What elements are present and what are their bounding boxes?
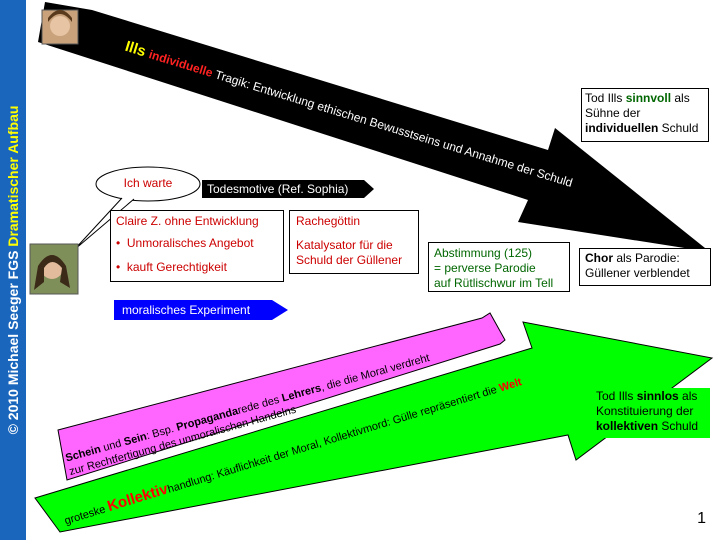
speech-bubble-text: Ich warte (123, 176, 173, 190)
tod-sinnlos-kollektiven: kollektiven (596, 419, 659, 433)
box-rachegoettin: Rachegöttin Katalysator für die Schuld d… (289, 210, 419, 274)
blue-tag-shape (114, 300, 288, 320)
sidebar: © 2010 Michael Seeger FGS Dramatischer A… (0, 0, 26, 540)
box-claire: Claire Z. ohne Entwicklung • Unmoralisch… (110, 210, 284, 282)
top-black-arrow (38, 2, 710, 252)
rache-line3: Schuld der Güllener (296, 253, 403, 267)
speech-bubble (95, 166, 201, 202)
black-tag-shape (202, 180, 374, 198)
claire-item-2: • kauft Gerechtigkeit (116, 260, 227, 274)
box-abstimmung: Abstimmung (125) = perverse Parodie auf … (428, 242, 570, 292)
todesmotive-label: Todesmotive (Ref. Sophia) (207, 182, 349, 196)
tod-sinnlos-keyword: sinnlos (636, 389, 679, 403)
tod-sinnlos-p5: Schuld (658, 419, 699, 433)
tod-sinnvoll-keyword: sinnvoll (625, 91, 672, 105)
chor-keyword: Chor (585, 251, 613, 265)
pink-arrow (57, 312, 506, 481)
avatar-portrait-side (29, 243, 79, 295)
tod-sinnlos-line2: Konstituierung der (596, 404, 694, 418)
abstimmung-line1: Abstimmung (125) (434, 246, 533, 260)
rache-line2: Katalysator für die (296, 238, 393, 252)
claire-title: Claire Z. ohne Entwicklung (116, 214, 259, 228)
moralisches-experiment-label: moralisches Experiment (122, 303, 251, 317)
tod-sinnvoll-p3: als (671, 91, 690, 105)
box-tod-sinnlos: Tod Ills sinnlos als Konstituierung der … (593, 388, 710, 438)
tod-sinnlos-p3: als (678, 389, 698, 403)
tod-sinnvoll-line2: Sühne der (585, 106, 641, 120)
tod-sinnvoll-p5: Schuld (658, 121, 699, 135)
chor-line2: Güllener verblendet (585, 266, 690, 280)
claire-item-1-text: Unmoralisches Angebot (126, 236, 254, 250)
claire-item-2-text: kauft Gerechtigkeit (126, 260, 227, 274)
tod-sinnvoll-individuellen: individuellen (585, 121, 659, 135)
tod-sinnvoll-p1: Tod Ills (585, 91, 626, 105)
page-number: 1 (697, 510, 706, 527)
abstimmung-line3: auf Rütlischwur im Tell (434, 276, 554, 290)
abstimmung-line2: = perverse Parodie (434, 261, 536, 275)
box-chor: Chor als Parodie: Güllener verblendet (579, 248, 711, 286)
tod-sinnlos-p1: Tod Ills (596, 389, 637, 403)
claire-item-1: • Unmoralisches Angebot (116, 236, 254, 250)
box-tod-sinnvoll: Tod Ills sinnvoll als Sühne der individu… (581, 88, 709, 142)
rache-line1: Rachegöttin (296, 214, 361, 228)
chor-p2: als Parodie: (613, 251, 680, 265)
avatar-portrait-top (41, 9, 79, 45)
